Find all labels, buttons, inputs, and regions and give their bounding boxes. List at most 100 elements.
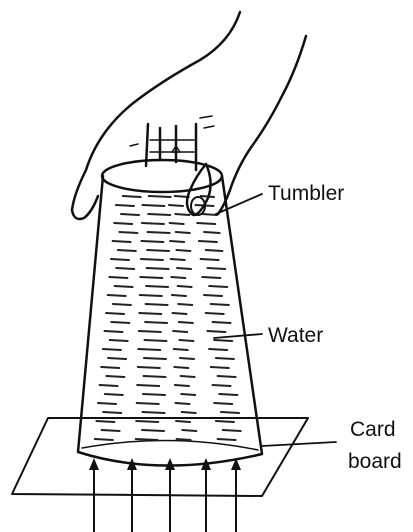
water-hatch-line (176, 250, 190, 251)
water-hatch-line (182, 412, 196, 413)
water-hatch-line (182, 430, 196, 431)
water-hatch-line (176, 232, 190, 233)
water-hatch-line (146, 304, 168, 305)
card-board-label-line1: Card (350, 418, 396, 441)
water-hatch-line (109, 277, 127, 278)
water-hatch-line (103, 412, 121, 413)
water-hatch-line (169, 205, 183, 206)
water-hatch-line (138, 349, 160, 350)
water-hatch-line (179, 340, 193, 341)
water-hatch-line (199, 241, 217, 242)
palm-marks (130, 116, 214, 146)
water-hatch-line (180, 358, 194, 359)
water-hatch-line (170, 223, 184, 224)
water-hatch-line (108, 358, 126, 359)
fingers (146, 124, 196, 170)
water-hatch-line (211, 304, 229, 305)
thumb (72, 196, 98, 219)
water-hatch-line (147, 250, 169, 251)
water-hatch-line (111, 259, 129, 260)
water-hatch-line (213, 322, 231, 323)
water-hatch-line (214, 340, 232, 341)
water-hatch-line (105, 394, 123, 395)
water-hatch-line (218, 376, 236, 377)
water-hatch-line (95, 439, 113, 440)
water-hatch-line (206, 250, 223, 251)
water-hatch-line (207, 331, 225, 332)
water-hatch-line (145, 340, 167, 341)
water-hatch-line (96, 421, 114, 422)
water-hatch-line (138, 367, 160, 368)
water-hatch-line (110, 340, 128, 341)
water-hatch-line (181, 376, 195, 377)
water-hatch-line (175, 385, 189, 386)
water-hatch-line (211, 367, 229, 368)
water-hatch-line (113, 241, 131, 242)
water-hatch-line (100, 385, 118, 386)
air-pressure-arrow-head (165, 458, 175, 470)
water-hatch-line (178, 286, 192, 287)
water-hatch-line (149, 196, 171, 197)
water-hatch-line (179, 322, 193, 323)
water-hatch-line (181, 394, 195, 395)
water-hatch-line (171, 259, 185, 260)
water-hatch-line (103, 349, 121, 350)
water-hatch-line (219, 394, 237, 395)
water-hatch-line (136, 421, 158, 422)
water-hatch-line (111, 322, 129, 323)
water-hatch-line (176, 403, 190, 404)
water-leader (214, 334, 262, 338)
water-hatch-line (172, 295, 186, 296)
water-hatch-line (146, 286, 168, 287)
water-hatch-line (139, 331, 161, 332)
water-hatch-line (177, 268, 191, 269)
water-hatch-line (118, 250, 136, 251)
water-hatch-line (121, 214, 139, 215)
water-hatch-line (170, 241, 184, 242)
water-hatch-line (204, 232, 220, 233)
water-hatch-line (218, 439, 236, 440)
water-hatch-line (143, 412, 165, 413)
water-hatch-line (148, 232, 170, 233)
water-hatch-line (177, 439, 191, 440)
water-hatch-line (145, 322, 167, 323)
water-hatch-line (171, 277, 185, 278)
finger-knuckles (150, 140, 194, 152)
water-hatch-line (144, 358, 166, 359)
water-hatch-line (119, 232, 137, 233)
water-hatch-line (102, 430, 120, 431)
water-hatch-line (142, 223, 164, 224)
water-hatch-line (209, 286, 227, 287)
water-hatch-line (108, 295, 126, 296)
water-hatch-line (116, 205, 134, 206)
water-hatch-line (206, 313, 224, 314)
tumbler-label: Tumbler (268, 182, 344, 205)
water-hatch-line (213, 385, 231, 386)
water-hatch-line (105, 331, 123, 332)
water-hatch-line (101, 367, 119, 368)
water-hatch-line (216, 421, 234, 422)
water-hatch-line (142, 205, 164, 206)
water-hatch-line (140, 295, 162, 296)
water-hatch-line (148, 214, 170, 215)
water-hatch-line (106, 313, 124, 314)
card-board-label-line2: board (348, 450, 402, 473)
water-hatch-line (142, 430, 164, 431)
air-pressure-arrow-head (89, 458, 99, 470)
water-hatch-line (174, 367, 188, 368)
card-leader (262, 442, 336, 446)
water-hatch-line (209, 349, 227, 350)
water-hatch-line (139, 313, 161, 314)
water-hatch-line (113, 304, 131, 305)
water-hatch-line (201, 259, 219, 260)
water-hatch-line (136, 439, 158, 440)
water-hatch-line (116, 268, 134, 269)
water-hatch-line (114, 223, 132, 224)
water-hatch-line (137, 385, 159, 386)
hand-outline-left (72, 12, 240, 210)
water-hatch-line (140, 277, 162, 278)
water-hatch-line (221, 412, 239, 413)
water-hatch-line (173, 313, 187, 314)
water-hatch-line (137, 403, 159, 404)
